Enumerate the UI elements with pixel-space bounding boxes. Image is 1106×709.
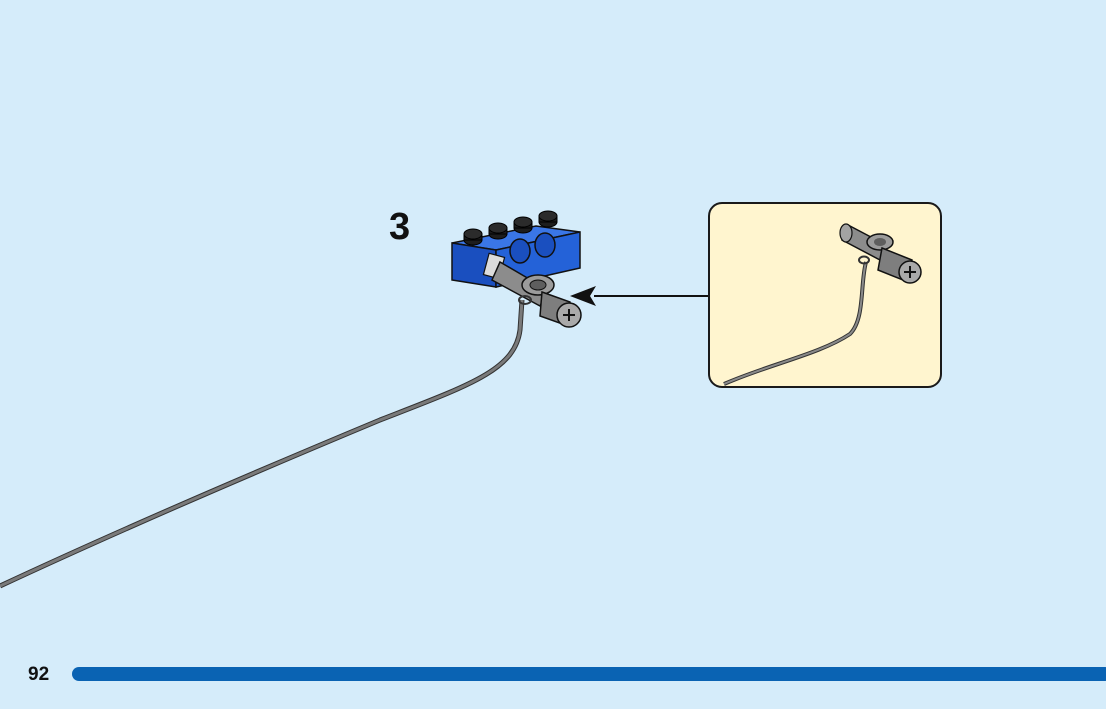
callout-parts-illustration [723, 223, 922, 386]
callout-connector-icon [839, 223, 922, 284]
assembly-arrow [570, 286, 708, 306]
step-number: 3 [389, 206, 411, 248]
callout-string [723, 261, 868, 386]
blue-brick [451, 210, 581, 288]
pin-connector [482, 252, 582, 328]
string-cord [0, 299, 525, 589]
page-number: 92 [28, 664, 50, 685]
parts-callout [708, 202, 942, 388]
footer-bar [72, 667, 1106, 681]
